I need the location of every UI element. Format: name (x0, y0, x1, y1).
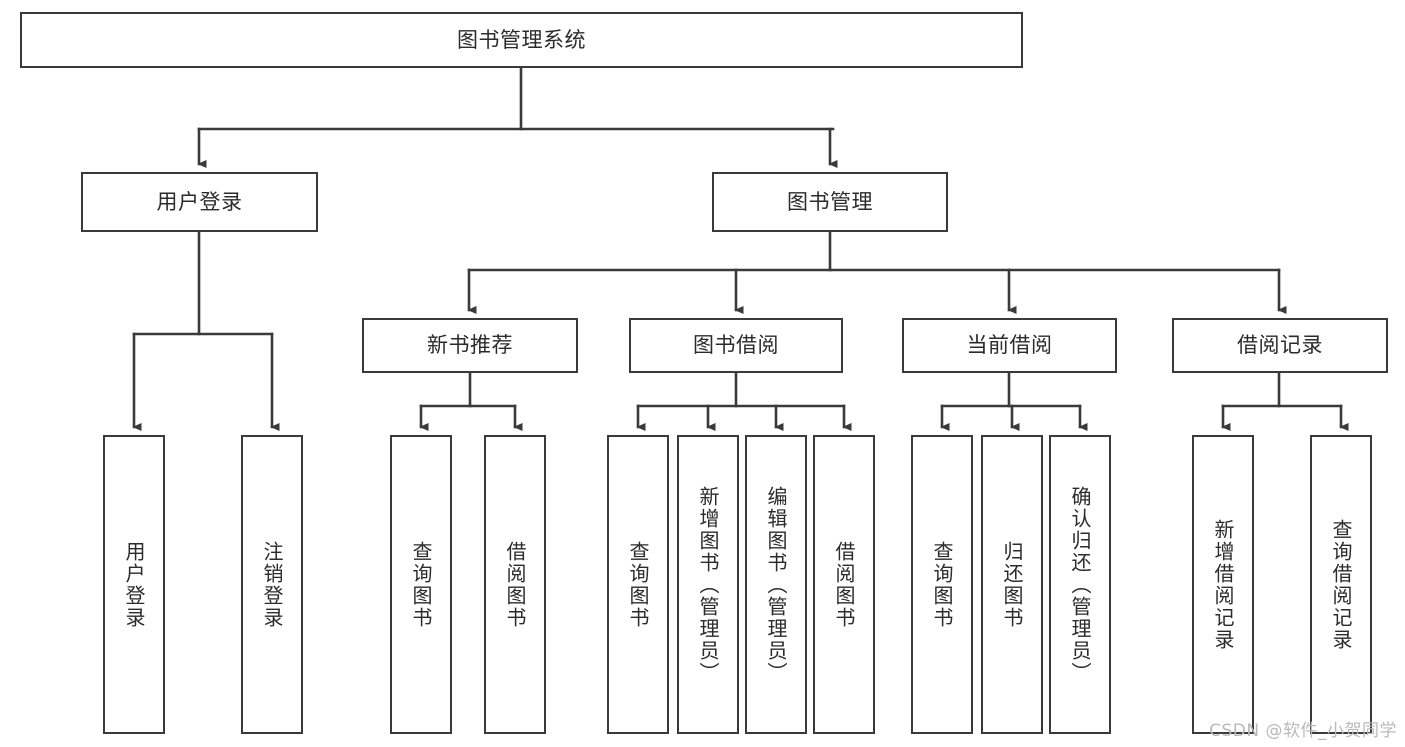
node-leaf-edit-book-label: 编辑图书（管理员） (764, 485, 788, 684)
node-leaf-add-book[interactable]: 新增图书（管理员） (677, 435, 739, 734)
node-leaf-query-borrow-record-label: 查询借阅记录 (1329, 518, 1353, 651)
node-leaf-add-borrow-record-label: 新增借阅记录 (1211, 518, 1235, 651)
node-book-manage[interactable]: 图书管理 (712, 172, 948, 232)
node-leaf-query-book-borrow-label: 查询图书 (626, 540, 650, 629)
node-leaf-user-login-label: 用户登录 (122, 540, 146, 629)
node-leaf-logout-label: 注销登录 (260, 540, 284, 629)
node-current-borrow[interactable]: 当前借阅 (902, 318, 1117, 373)
node-leaf-query-borrow-record[interactable]: 查询借阅记录 (1310, 435, 1372, 734)
node-leaf-borrow-book[interactable]: 借阅图书 (813, 435, 875, 734)
node-root-label: 图书管理系统 (457, 27, 586, 52)
node-leaf-confirm-return[interactable]: 确认归还（管理员） (1049, 435, 1111, 734)
node-leaf-query-book-recommend-label: 查询图书 (409, 540, 433, 629)
node-leaf-borrow-book-recommend-label: 借阅图书 (503, 540, 527, 629)
node-book-borrow-label: 图书借阅 (693, 333, 779, 358)
node-leaf-query-book-current[interactable]: 查询图书 (911, 435, 973, 734)
node-leaf-return-book[interactable]: 归还图书 (981, 435, 1043, 734)
node-leaf-edit-book[interactable]: 编辑图书（管理员） (745, 435, 807, 734)
node-leaf-return-book-label: 归还图书 (1000, 540, 1024, 629)
node-leaf-add-borrow-record[interactable]: 新增借阅记录 (1192, 435, 1254, 734)
node-borrow-record[interactable]: 借阅记录 (1172, 318, 1388, 373)
node-leaf-confirm-return-label: 确认归还（管理员） (1068, 485, 1092, 684)
node-leaf-user-login[interactable]: 用户登录 (103, 435, 165, 734)
node-book-borrow[interactable]: 图书借阅 (629, 318, 843, 373)
node-leaf-borrow-book-recommend[interactable]: 借阅图书 (484, 435, 546, 734)
node-new-book-recommend[interactable]: 新书推荐 (362, 318, 578, 373)
node-leaf-query-book-current-label: 查询图书 (930, 540, 954, 629)
node-new-book-recommend-label: 新书推荐 (427, 333, 513, 358)
node-root[interactable]: 图书管理系统 (20, 12, 1023, 68)
node-leaf-add-book-label: 新增图书（管理员） (696, 485, 720, 684)
node-leaf-borrow-book-label: 借阅图书 (832, 540, 856, 629)
node-user-login[interactable]: 用户登录 (81, 172, 318, 232)
node-book-manage-label: 图书管理 (787, 189, 873, 214)
node-leaf-logout[interactable]: 注销登录 (241, 435, 303, 734)
node-leaf-query-book-borrow[interactable]: 查询图书 (607, 435, 669, 734)
node-current-borrow-label: 当前借阅 (966, 333, 1053, 358)
node-leaf-query-book-recommend[interactable]: 查询图书 (390, 435, 452, 734)
node-borrow-record-label: 借阅记录 (1237, 333, 1323, 358)
node-user-login-label: 用户登录 (156, 189, 243, 214)
